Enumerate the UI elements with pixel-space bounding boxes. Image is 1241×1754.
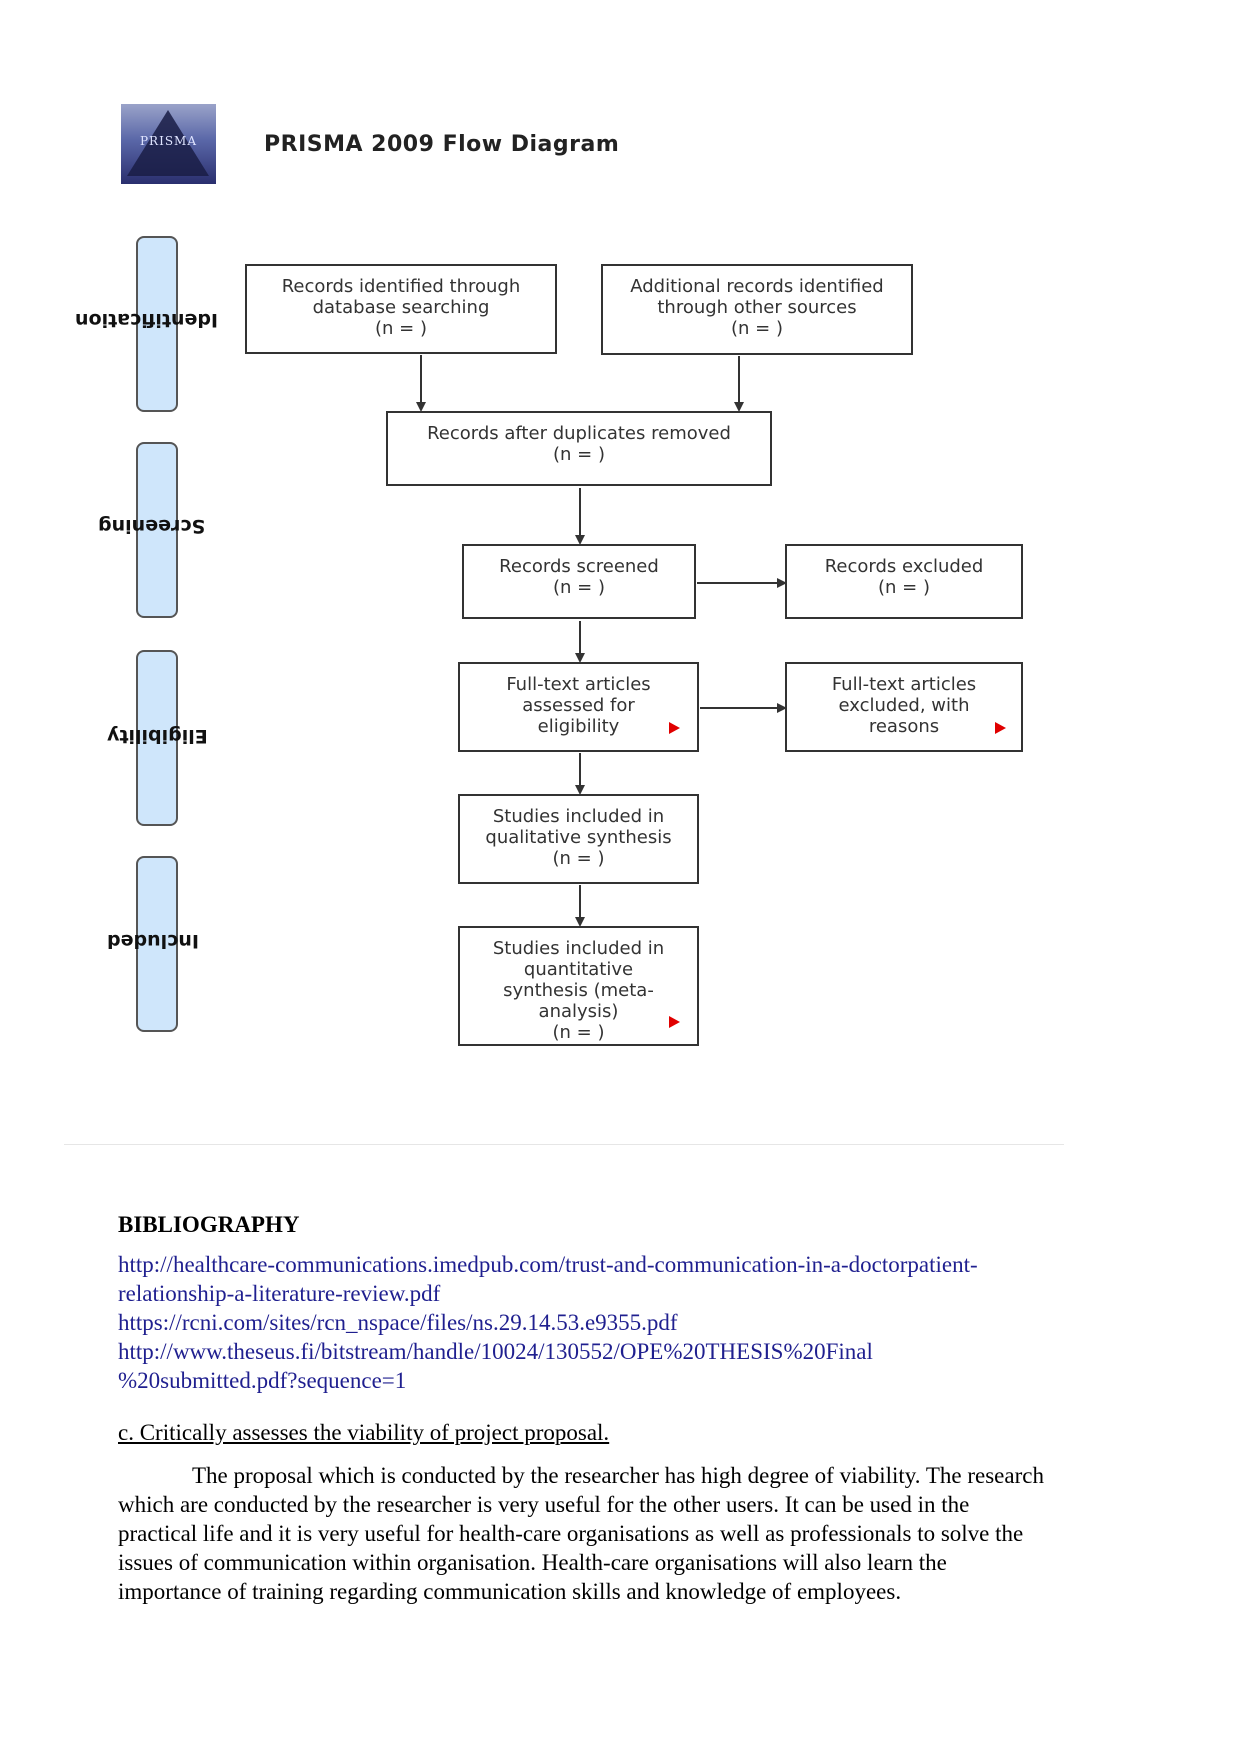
- paragraph-line: issues of communication within organisat…: [118, 1550, 947, 1575]
- box-records-screened: Records screened (n = ): [462, 544, 696, 619]
- box-qualitative-synthesis: Studies included in qualitative synthesi…: [458, 794, 699, 884]
- paragraph-line: practical life and it is very useful for…: [118, 1521, 1024, 1546]
- stage-bar-included: [136, 856, 178, 1032]
- paragraph-line: The proposal which is conducted by the r…: [192, 1463, 1044, 1488]
- paragraph-line: which are conducted by the researcher is…: [118, 1492, 970, 1517]
- box-quantitative-synthesis: Studies included in quantitative synthes…: [458, 926, 699, 1046]
- bibliography-list: http://healthcare-communications.imedpub…: [118, 1250, 1118, 1395]
- bibliography-link[interactable]: relationship-a-literature-review.pdf: [118, 1281, 441, 1306]
- bibliography-link[interactable]: http://www.theseus.fi/bitstream/handle/1…: [118, 1339, 873, 1364]
- box-records-excluded: Records excluded (n = ): [785, 544, 1023, 619]
- box-fulltext-excluded: Full-text articles excluded, with reason…: [785, 662, 1023, 752]
- diagram-title: PRISMA 2009 Flow Diagram: [264, 132, 620, 157]
- box-fulltext-assessed: Full-text articles assessed for eligibil…: [458, 662, 699, 752]
- section-heading: c. Critically assesses the viability of …: [118, 1420, 610, 1445]
- bibliography-link[interactable]: http://healthcare-communications.imedpub…: [118, 1252, 978, 1277]
- box-database-searching: Records identified through database sear…: [245, 264, 557, 354]
- box-after-duplicates: Records after duplicates removed (n = ): [386, 411, 772, 486]
- stage-bar-screening: [136, 442, 178, 618]
- flow-connectors: [416, 355, 787, 927]
- paragraph-line: importance of training regarding communi…: [118, 1579, 902, 1604]
- stage-bar-eligibility: [136, 650, 178, 826]
- bibliography-heading: BIBLIOGRAPHY: [118, 1212, 300, 1237]
- bibliography-link[interactable]: https://rcni.com/sites/rcn_nspace/files/…: [118, 1310, 678, 1335]
- marker-triangle-icon: [995, 722, 1006, 734]
- bibliography-link[interactable]: %20submitted.pdf?sequence=1: [118, 1368, 407, 1393]
- prisma-logo-text: PRISMA: [139, 134, 198, 148]
- box-other-sources: Additional records identified through ot…: [601, 264, 913, 355]
- stage-bar-identification: [136, 236, 178, 412]
- section-paragraph: The proposal which is conducted by the r…: [118, 1461, 1128, 1606]
- section-divider: [64, 1144, 1064, 1145]
- prisma-logo: PRISMA: [121, 104, 216, 184]
- marker-triangle-icon: [669, 1016, 680, 1028]
- marker-triangle-icon: [669, 722, 680, 734]
